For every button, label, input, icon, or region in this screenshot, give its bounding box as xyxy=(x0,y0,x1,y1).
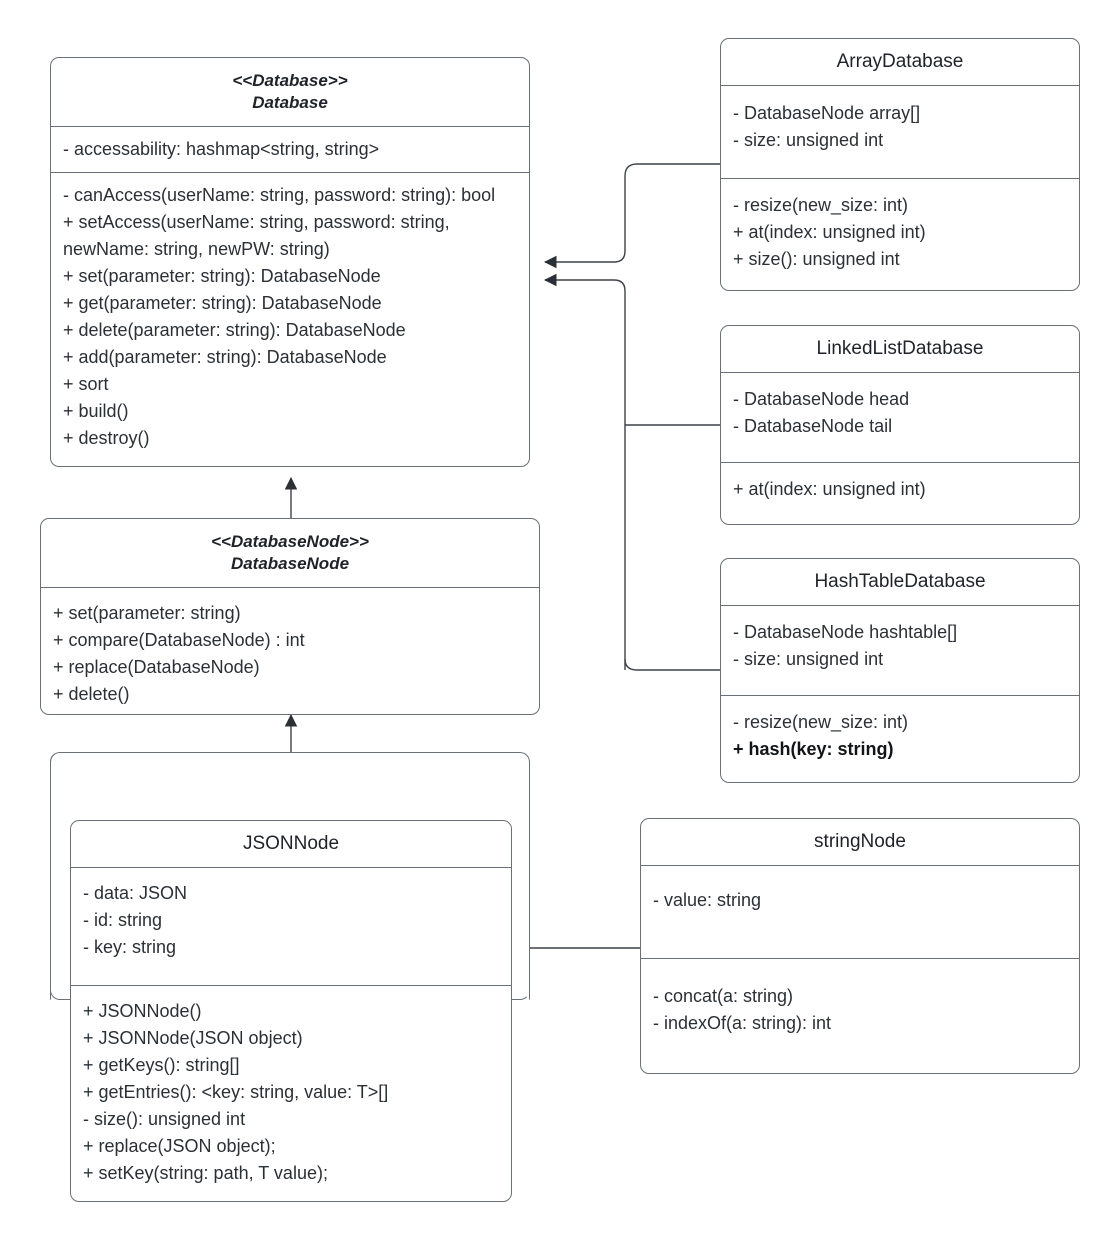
method-row: + JSONNode(JSON object) xyxy=(83,1028,303,1048)
class-title-linkedlistdatabase: LinkedListDatabase xyxy=(721,326,1079,373)
class-title-jsonnode: JSONNode xyxy=(71,821,511,868)
databasenode-subclass-bracket-top-right xyxy=(290,752,530,1000)
method-row: - resize(new_size: int) xyxy=(733,712,909,732)
method-row: + replace(DatabaseNode) xyxy=(53,657,260,677)
method-row: + delete() xyxy=(53,684,130,704)
method-row: - indexOf(a: string): int xyxy=(653,1013,832,1033)
method-row: + add(parameter: string): DatabaseNode xyxy=(63,347,387,367)
method-row: + at(index: unsigned int) xyxy=(733,222,926,242)
class-box-jsonnode[interactable]: JSONNode - data: JSON - id: string - key… xyxy=(70,820,512,1202)
attributes-stringnode: - value: string xyxy=(641,866,1079,959)
attribute-row: - DatabaseNode head xyxy=(733,389,910,409)
methods-arraydatabase: - resize(new_size: int) + at(index: unsi… xyxy=(721,179,1079,285)
method-row: + get(parameter: string): DatabaseNode xyxy=(63,293,382,313)
class-title-hashtabledatabase: HashTableDatabase xyxy=(721,559,1079,606)
class-name-hashtabledatabase: HashTableDatabase xyxy=(814,571,986,592)
method-row: + set(parameter: string) xyxy=(53,603,241,623)
attributes-jsonnode: - data: JSON - id: string - key: string xyxy=(71,868,511,986)
edge-arraydatabase-to-database xyxy=(543,163,720,269)
methods-databasenode: + set(parameter: string) + compare(Datab… xyxy=(41,588,539,720)
class-title-database: <<Database>> Database xyxy=(51,58,529,127)
edge-subclasses-trunk-to-database xyxy=(543,273,626,670)
method-row: + size(): unsigned int xyxy=(733,249,900,269)
method-row: + setKey(string: path, T value); xyxy=(83,1163,328,1183)
method-row: + compare(DatabaseNode) : int xyxy=(53,630,305,650)
attributes-database: - accessability: hashmap<string, string> xyxy=(51,127,529,173)
method-row: + getEntries(): <key: string, value: T>[… xyxy=(83,1082,389,1102)
attribute-row: - key: string xyxy=(83,937,177,957)
methods-database: - canAccess(userName: string, password: … xyxy=(51,173,529,464)
class-box-stringnode[interactable]: stringNode - value: string - concat(a: s… xyxy=(640,818,1080,1074)
method-row: + destroy() xyxy=(63,428,150,448)
methods-jsonnode: + JSONNode() + JSONNode(JSON object) + g… xyxy=(71,986,511,1199)
methods-stringnode: - concat(a: string) - indexOf(a: string)… xyxy=(641,959,1079,1049)
attribute-row: - accessability: hashmap<string, string> xyxy=(63,139,380,159)
methods-linkedlistdatabase: + at(index: unsigned int) xyxy=(721,463,1079,515)
method-row: - size(): unsigned int xyxy=(83,1109,246,1129)
attribute-row: - DatabaseNode tail xyxy=(733,416,893,436)
attribute-row: - DatabaseNode hashtable[] xyxy=(733,622,958,642)
databasenode-subclass-bracket-top-left xyxy=(50,752,292,1000)
class-title-arraydatabase: ArrayDatabase xyxy=(721,39,1079,86)
attribute-row: - value: string xyxy=(653,890,762,910)
method-row: + hash(key: string) xyxy=(733,739,894,759)
class-stereotype-databasenode: <<DatabaseNode>> xyxy=(211,532,369,551)
class-name-stringnode: stringNode xyxy=(814,831,906,852)
class-stereotype-database: <<Database>> xyxy=(232,71,348,90)
method-row: + sort xyxy=(63,374,109,394)
attribute-row: - data: JSON xyxy=(83,883,188,903)
attribute-row: - size: unsigned int xyxy=(733,130,884,150)
method-row: - concat(a: string) xyxy=(653,986,794,1006)
class-title-stringnode: stringNode xyxy=(641,819,1079,866)
attributes-linkedlistdatabase: - DatabaseNode head - DatabaseNode tail xyxy=(721,373,1079,463)
method-row: + set(parameter: string): DatabaseNode xyxy=(63,266,381,286)
class-name-database: Database xyxy=(252,93,328,112)
method-row: - resize(new_size: int) xyxy=(733,195,909,215)
method-row: + build() xyxy=(63,401,129,421)
methods-hashtabledatabase: - resize(new_size: int) + hash(key: stri… xyxy=(721,696,1079,775)
class-name-jsonnode: JSONNode xyxy=(242,833,340,854)
class-box-arraydatabase[interactable]: ArrayDatabase - DatabaseNode array[] - s… xyxy=(720,38,1080,291)
class-box-database[interactable]: <<Database>> Database - accessability: h… xyxy=(50,57,530,467)
class-box-databasenode[interactable]: <<DatabaseNode>> DatabaseNode + set(para… xyxy=(40,518,540,715)
class-name-databasenode: DatabaseNode xyxy=(230,554,350,573)
edge-hashtabledatabase-to-trunk xyxy=(624,658,720,671)
class-box-linkedlistdatabase[interactable]: LinkedListDatabase - DatabaseNode head -… xyxy=(720,325,1080,525)
class-title-databasenode: <<DatabaseNode>> DatabaseNode xyxy=(41,519,539,588)
class-box-hashtabledatabase[interactable]: HashTableDatabase - DatabaseNode hashtab… xyxy=(720,558,1080,783)
method-row: + setAccess(userName: string, password: … xyxy=(63,212,450,259)
method-row: - canAccess(userName: string, password: … xyxy=(63,185,496,205)
attributes-arraydatabase: - DatabaseNode array[] - size: unsigned … xyxy=(721,86,1079,179)
method-row: + replace(JSON object); xyxy=(83,1136,276,1156)
attribute-row: - DatabaseNode array[] xyxy=(733,103,921,123)
attribute-row: - size: unsigned int xyxy=(733,649,884,669)
method-row: + at(index: unsigned int) xyxy=(733,479,926,499)
class-name-arraydatabase: ArrayDatabase xyxy=(836,51,964,72)
method-row: + delete(parameter: string): DatabaseNod… xyxy=(63,320,406,340)
method-row: + JSONNode() xyxy=(83,1001,202,1021)
class-name-linkedlistdatabase: LinkedListDatabase xyxy=(816,338,984,359)
method-row: + getKeys(): string[] xyxy=(83,1055,240,1075)
attributes-hashtabledatabase: - DatabaseNode hashtable[] - size: unsig… xyxy=(721,606,1079,696)
attribute-row: - id: string xyxy=(83,910,163,930)
